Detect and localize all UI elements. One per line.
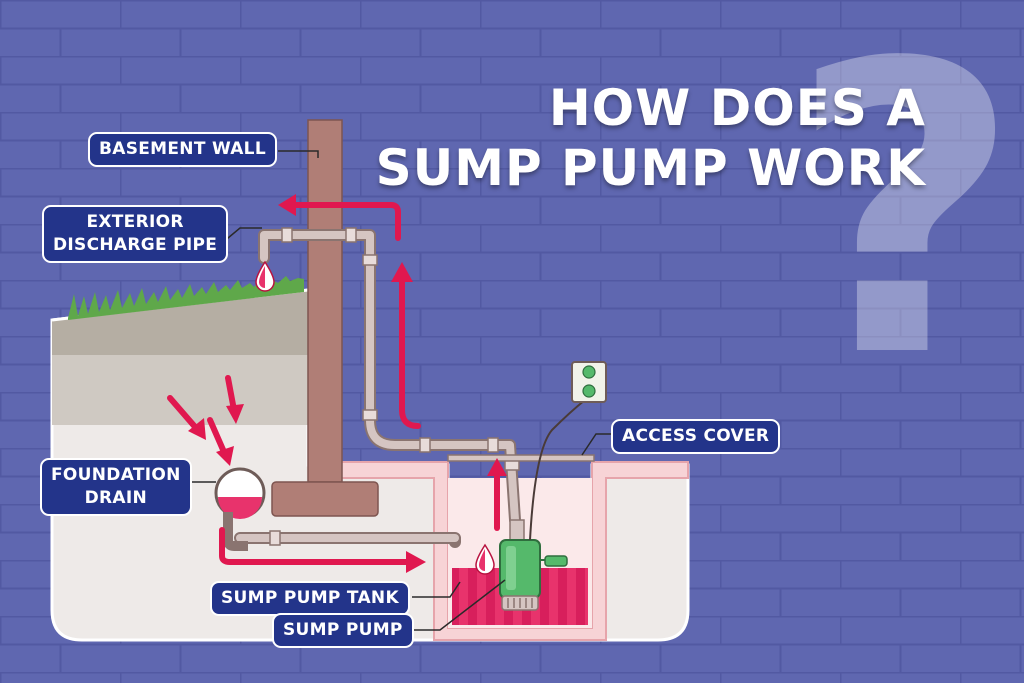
grass: [68, 276, 304, 320]
basement-wall: [307, 119, 343, 483]
label-sump-pump: SUMP PUMP: [272, 613, 414, 648]
water-drop-icon: [475, 543, 495, 575]
question-mark-icon: ?: [789, 0, 1021, 445]
sump-pump-icon: [499, 519, 568, 611]
foundation-drain-pipe: [214, 467, 266, 551]
title-line-1: HOW DOES A: [548, 79, 926, 137]
label-exterior-discharge-pipe-line2: DISCHARGE PIPE: [53, 234, 218, 255]
wall-footing: [271, 481, 379, 517]
label-sump-pump-tank: SUMP PUMP TANK: [210, 581, 410, 616]
label-exterior-discharge-pipe: EXTERIOR DISCHARGE PIPE: [42, 205, 229, 263]
power-cord: [529, 399, 586, 541]
water-flow-arrows: [167, 202, 500, 565]
title-line-2: SUMP PUMP WORK: [375, 139, 926, 197]
soil-middle-layer: [52, 355, 308, 425]
label-leader-lines: [160, 150, 612, 631]
pipe-fittings: [269, 227, 520, 546]
label-foundation-drain-line2: DRAIN: [84, 487, 148, 508]
label-access-cover: ACCESS COVER: [611, 419, 781, 454]
power-outlet-icon: [571, 361, 607, 403]
label-foundation-drain: FOUNDATION DRAIN: [40, 458, 192, 516]
label-exterior-discharge-pipe-line1: EXTERIOR: [86, 212, 184, 232]
access-cover: [447, 454, 595, 462]
label-basement-wall: BASEMENT WALL: [88, 132, 277, 167]
soil-top-layer: [52, 290, 308, 355]
water-drop-icon: [255, 260, 275, 292]
arrow-heads: [188, 194, 507, 573]
page-title: HOW DOES A SUMP PUMP WORK: [376, 78, 926, 198]
label-foundation-drain-line1: FOUNDATION: [51, 465, 181, 485]
